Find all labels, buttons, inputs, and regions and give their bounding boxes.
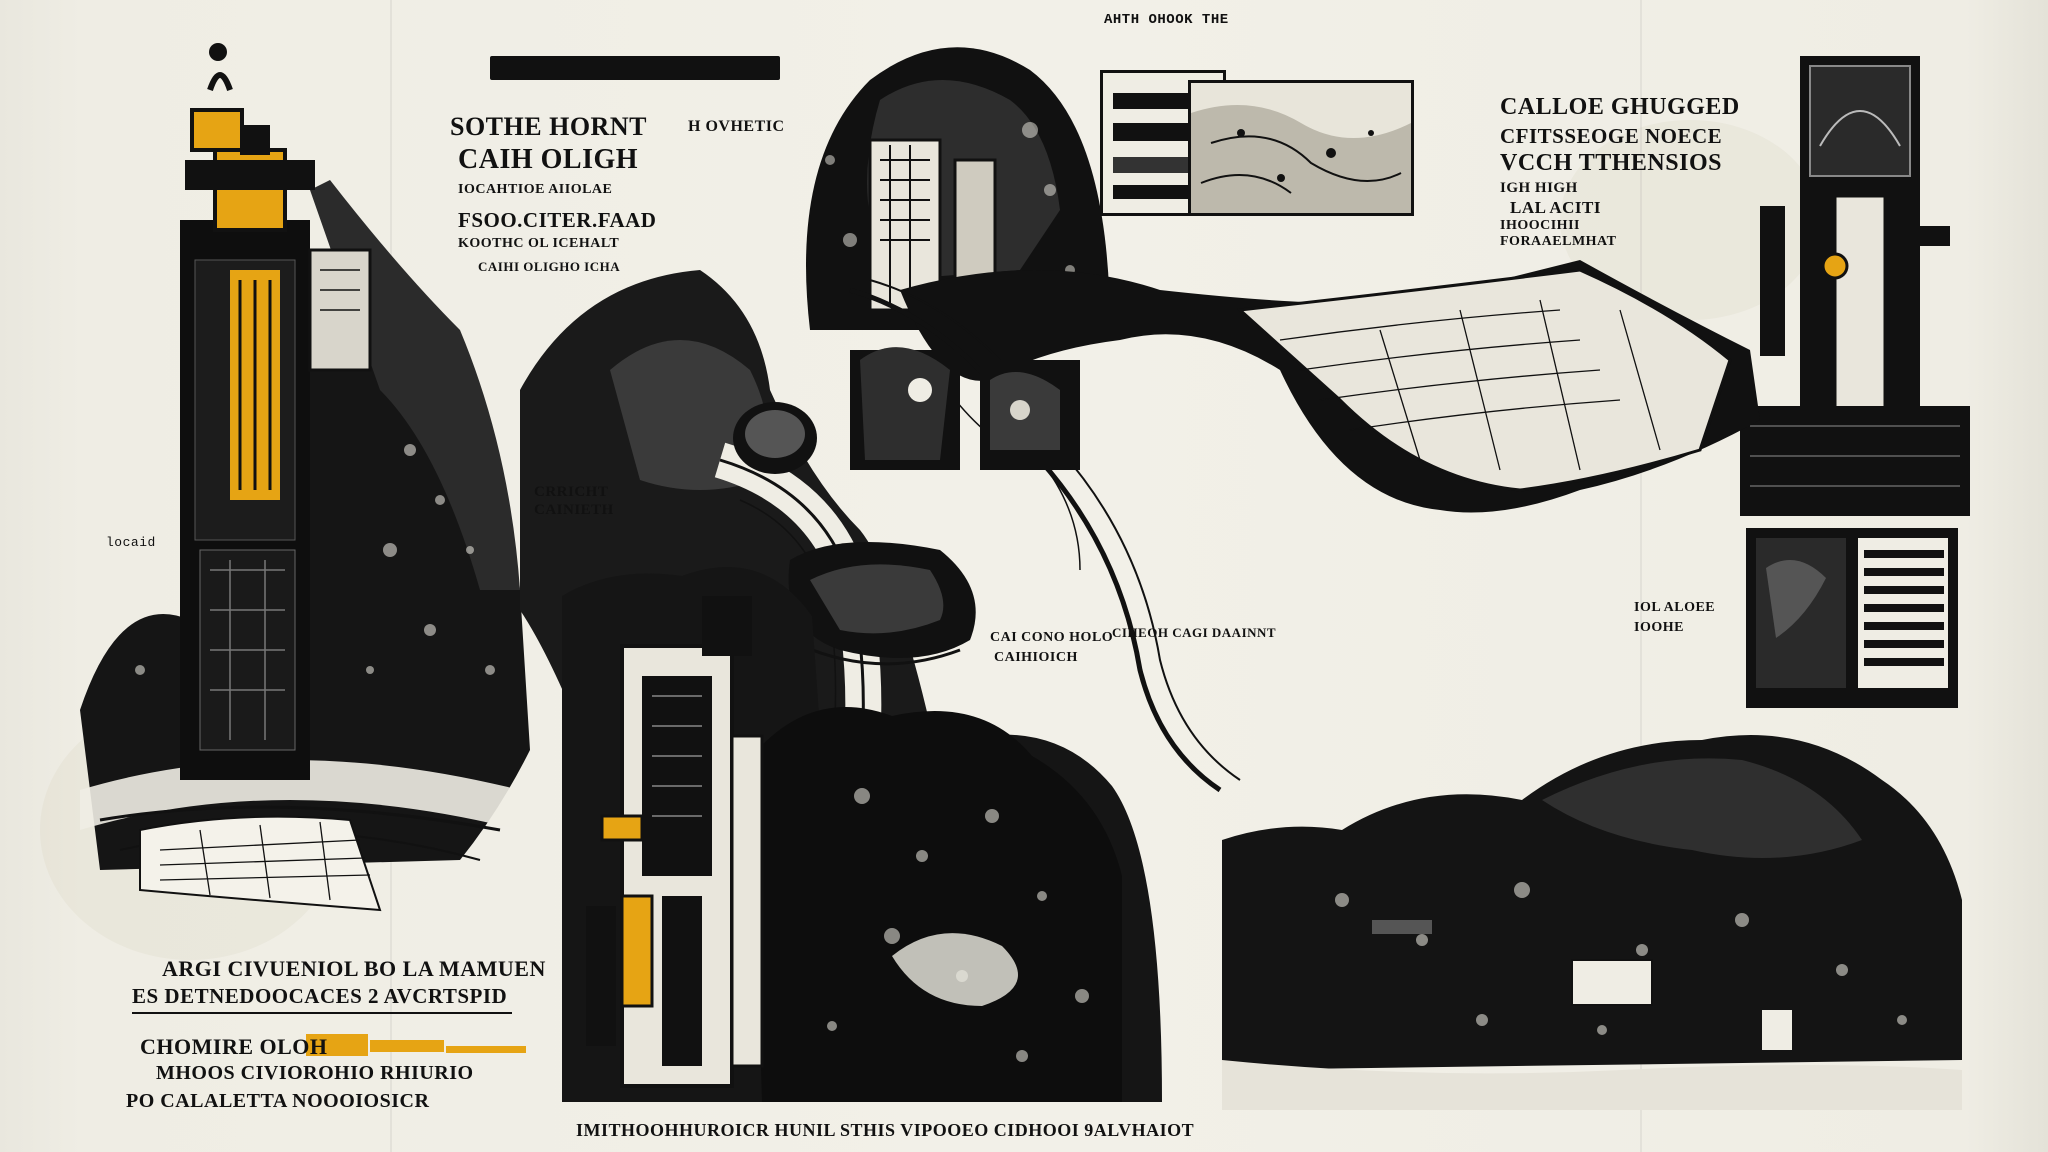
right-mountain-illustration [1222, 720, 1962, 1110]
legend-line-1: ARGI CIVUENIOL BO LA MAMUEN [162, 956, 546, 981]
dome-city-illustration [790, 40, 1120, 340]
right-line-6: IHOOCIHII [1500, 218, 1580, 233]
legend-line-3: CHOMIRE OLOH [140, 1034, 328, 1059]
legend-gold-swatch [370, 1040, 444, 1052]
right-line-3: VCCH TTHENSIOS [1500, 150, 1722, 176]
left-caption-2: CAINIETH [534, 502, 614, 518]
right-line-7: FORAAELMHAT [1500, 234, 1617, 249]
right-line-1: CALLOE GHUGGED [1500, 94, 1740, 120]
legend-rule [132, 1012, 512, 1014]
legend-line-4: MHOOS CIVIOROHIO RHIURIO [156, 1062, 474, 1084]
legend-line-2: ES DETNEDOOCACES 2 AVCRTSPID [132, 984, 508, 1008]
right-info-panel [1746, 528, 1958, 708]
mid-caption-2: CAIHIOICH [994, 650, 1078, 665]
right-caption-2: IOOHE [1634, 620, 1684, 635]
legend-line-5: PO CALALETTA NOOOIOSICR [126, 1090, 430, 1112]
fold-line [1640, 0, 1642, 1152]
right-line-2: CFITSSEOGE NOECE [1500, 124, 1723, 148]
left-caption-1: CRRICHT [534, 484, 609, 500]
header-line-1b: H OVHETIC [688, 118, 785, 135]
header-line-6: CAIHI OLIGHO ICHA [478, 259, 621, 274]
mid-caption-1: CAI CONO HOLO [990, 630, 1114, 645]
right-tower-illustration [1740, 56, 1970, 516]
header-line-3: IOCAHTIOE AIIOLAE [458, 182, 613, 197]
legend-gold-swatch [446, 1046, 526, 1053]
margin-mark: locaid [106, 535, 156, 550]
right-caption-1: IOL ALOEE [1634, 600, 1716, 615]
header-line-2: CAIH OLIGH [458, 144, 639, 175]
legend-gold-swatch [306, 1034, 368, 1056]
lower-tower-forest-illustration [562, 556, 1162, 1102]
mid-caption-3: CIHEOH CAGI DAAINNT [1112, 625, 1277, 640]
terrain-map-card [1188, 80, 1414, 216]
header-line-4: FSOO.CITER.FAAD [458, 208, 657, 232]
right-line-4: IGH HIGH [1500, 180, 1578, 196]
top-tag: AHTH OHOOK THE [1104, 12, 1229, 28]
header-ink-bar [490, 56, 780, 80]
tower-mountain-illustration [80, 30, 530, 930]
header-line-1a: SOTHE HORNT [450, 112, 647, 141]
footer-caption: IMITHOOHHUROICR HUNIL STHIS VIPOOEO CIDH… [576, 1120, 1195, 1140]
right-line-5: LAL ACITI [1510, 198, 1601, 217]
header-line-5: KOOTHC OL ICEHALT [458, 236, 620, 251]
